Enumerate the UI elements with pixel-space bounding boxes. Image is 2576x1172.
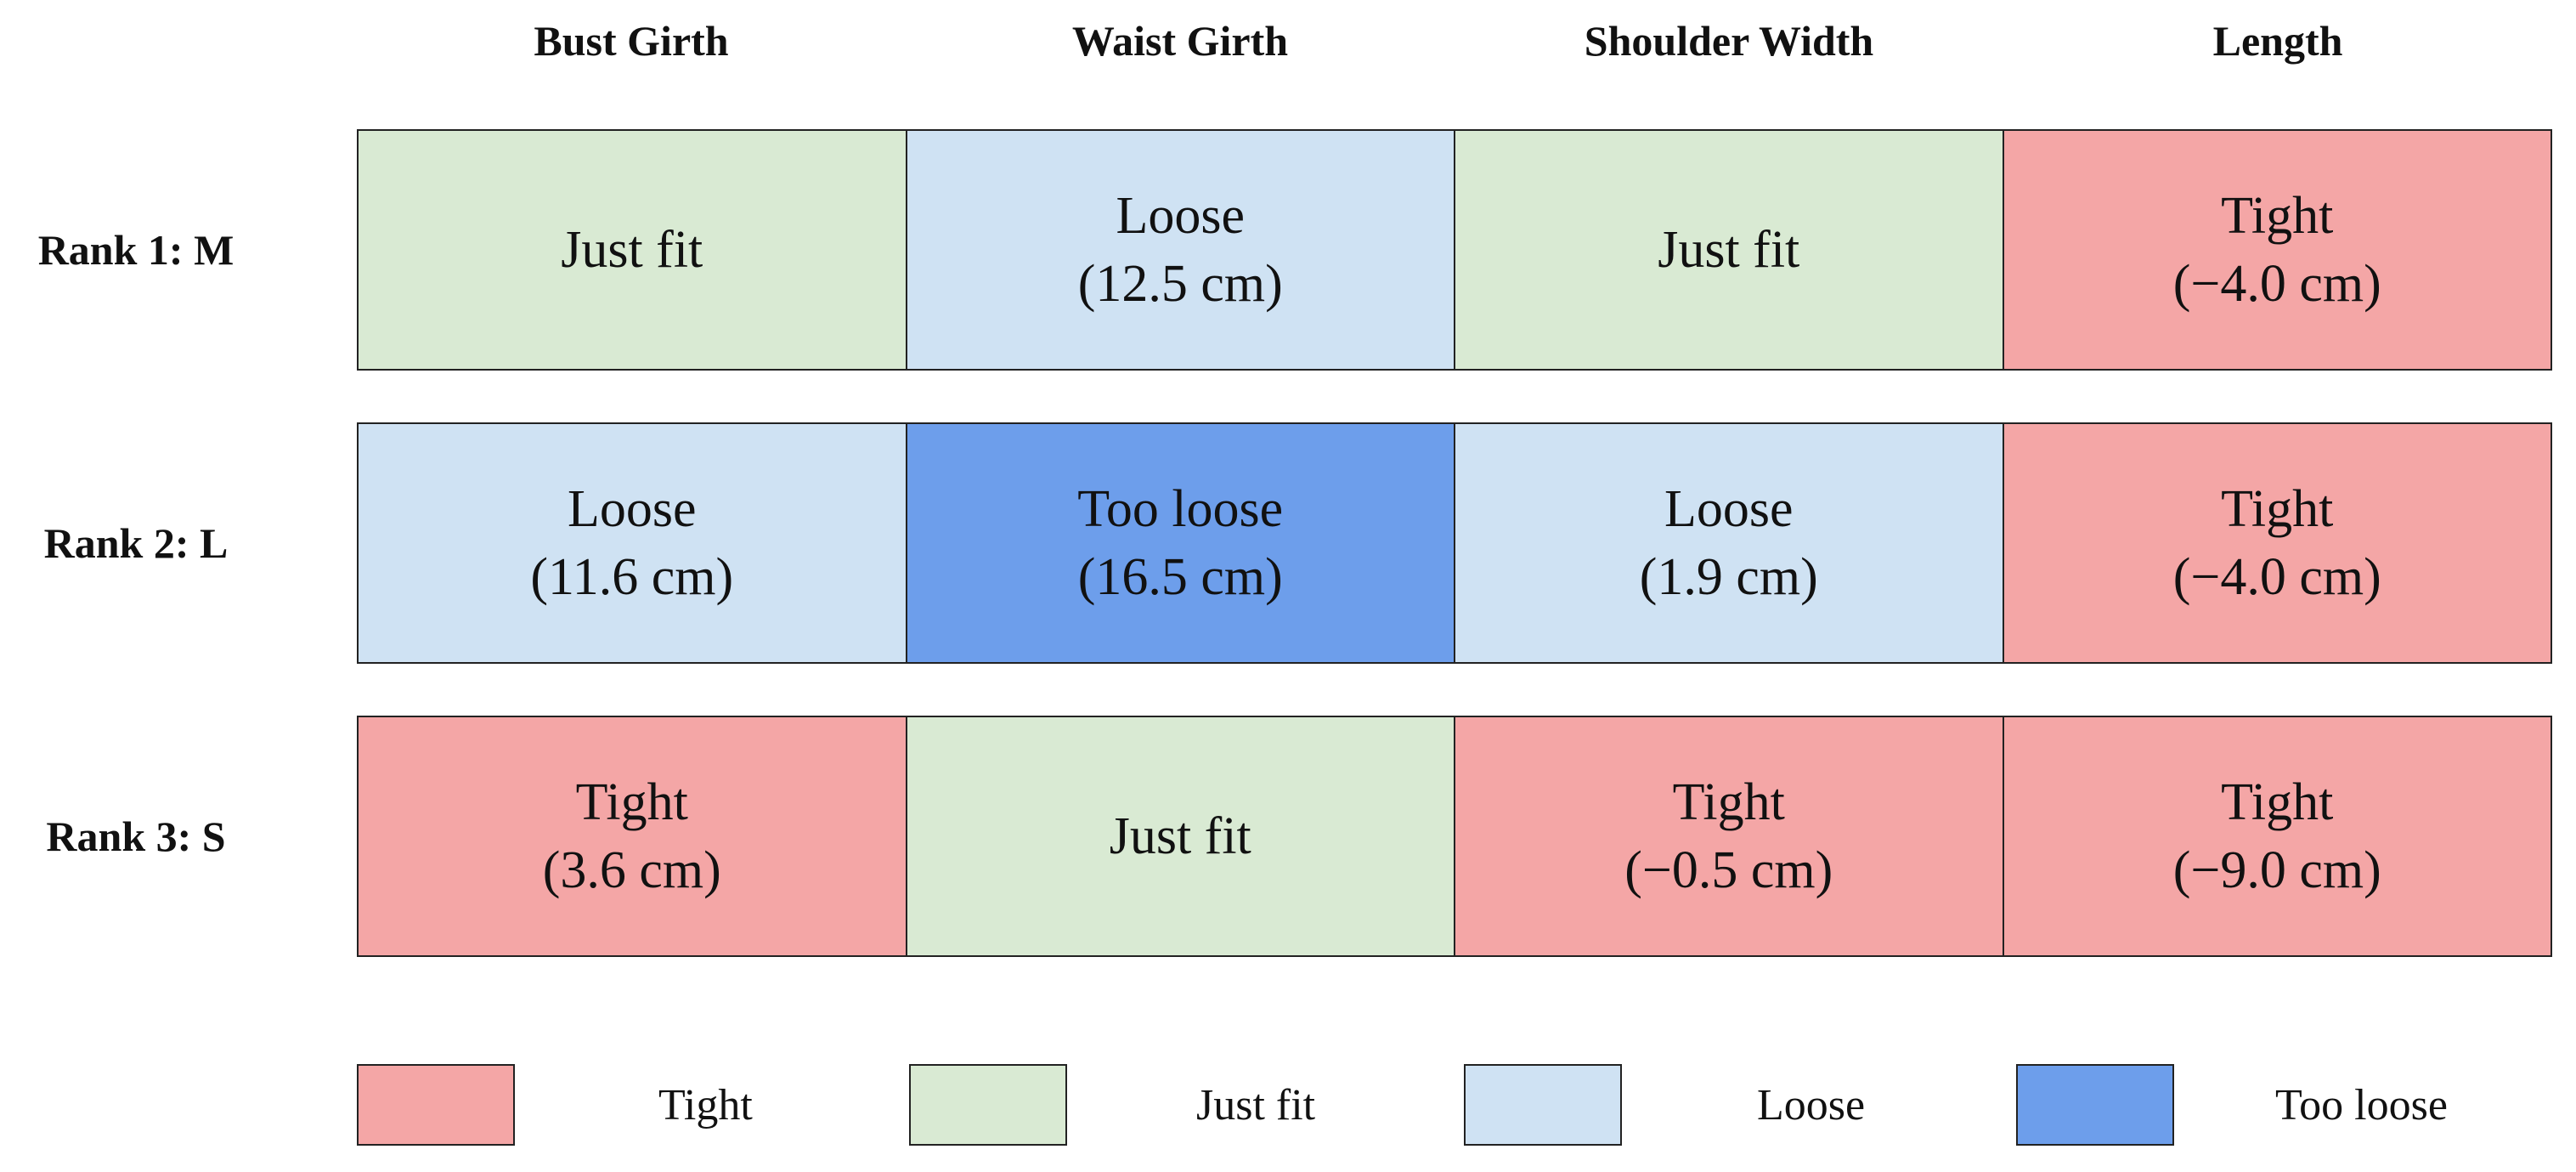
fit-difference-text: (16.5 cm) — [1077, 548, 1283, 606]
row-header-rank-3: Rank 3: S — [46, 812, 226, 860]
legend-label-loose: Loose — [1757, 1080, 1866, 1130]
fit-difference-text: (12.5 cm) — [1077, 255, 1283, 313]
fit-status-text: Tight — [2221, 773, 2334, 831]
column-header-bust-girth: Bust Girth — [534, 17, 729, 65]
fit-cell: Just fit — [1455, 131, 2004, 369]
fit-cell: Loose (11.6 cm) — [359, 424, 907, 662]
fit-status-text: Too loose — [1077, 480, 1284, 538]
fit-cell: Tight (−9.0 cm) — [2003, 717, 2551, 955]
fit-difference-text: (3.6 cm) — [542, 841, 721, 899]
fit-status-text: Loose — [1664, 480, 1794, 538]
fit-status-text: Tight — [575, 773, 688, 831]
fit-difference-text: (−4.0 cm) — [2172, 255, 2381, 313]
fit-cell: Just fit — [907, 717, 1455, 955]
fit-row-rank-3: Tight (3.6 cm) Just fit Tight (−0.5 cm) … — [357, 716, 2552, 957]
fit-difference-text: (−4.0 cm) — [2172, 548, 2381, 606]
column-header-length: Length — [2212, 17, 2343, 65]
fit-cell: Loose (12.5 cm) — [907, 131, 1455, 369]
fit-cell: Tight (3.6 cm) — [359, 717, 907, 955]
fit-status-text: Just fit — [561, 221, 703, 279]
fit-difference-text: (−0.5 cm) — [1624, 841, 1833, 899]
fit-row-rank-2: Loose (11.6 cm) Too loose (16.5 cm) Loos… — [357, 422, 2552, 664]
fit-difference-text: (11.6 cm) — [530, 548, 734, 606]
fit-difference-text: (−9.0 cm) — [2172, 841, 2381, 899]
fit-status-text: Loose — [567, 480, 697, 538]
fit-cell: Tight (−0.5 cm) — [1455, 717, 2004, 955]
fit-status-text: Tight — [2221, 187, 2334, 245]
column-header-waist-girth: Waist Girth — [1071, 17, 1289, 65]
fit-cell: Tight (−4.0 cm) — [2003, 131, 2551, 369]
fit-cell: Tight (−4.0 cm) — [2003, 424, 2551, 662]
column-header-shoulder-width: Shoulder Width — [1584, 17, 1874, 65]
legend-swatch-just-fit — [909, 1064, 1067, 1146]
row-header-rank-2: Rank 2: L — [43, 519, 229, 567]
fit-status-text: Just fit — [1658, 221, 1800, 279]
legend-label-too-loose: Too loose — [2275, 1080, 2448, 1130]
fit-cell: Too loose (16.5 cm) — [907, 424, 1455, 662]
fit-cell: Loose (1.9 cm) — [1455, 424, 2004, 662]
fit-status-text: Tight — [1672, 773, 1785, 831]
legend-label-tight: Tight — [658, 1080, 753, 1130]
legend-swatch-tight — [357, 1064, 515, 1146]
legend-label-just-fit: Just fit — [1196, 1080, 1316, 1130]
row-header-rank-1: Rank 1: M — [37, 226, 234, 274]
fit-status-text: Just fit — [1109, 807, 1251, 865]
fit-cell: Just fit — [359, 131, 907, 369]
legend-swatch-loose — [1464, 1064, 1622, 1146]
fit-difference-text: (1.9 cm) — [1639, 548, 1818, 606]
fit-status-text: Tight — [2221, 480, 2334, 538]
fit-row-rank-1: Just fit Loose (12.5 cm) Just fit Tight … — [357, 129, 2552, 371]
legend-swatch-too-loose — [2016, 1064, 2174, 1146]
fit-status-text: Loose — [1116, 187, 1246, 245]
